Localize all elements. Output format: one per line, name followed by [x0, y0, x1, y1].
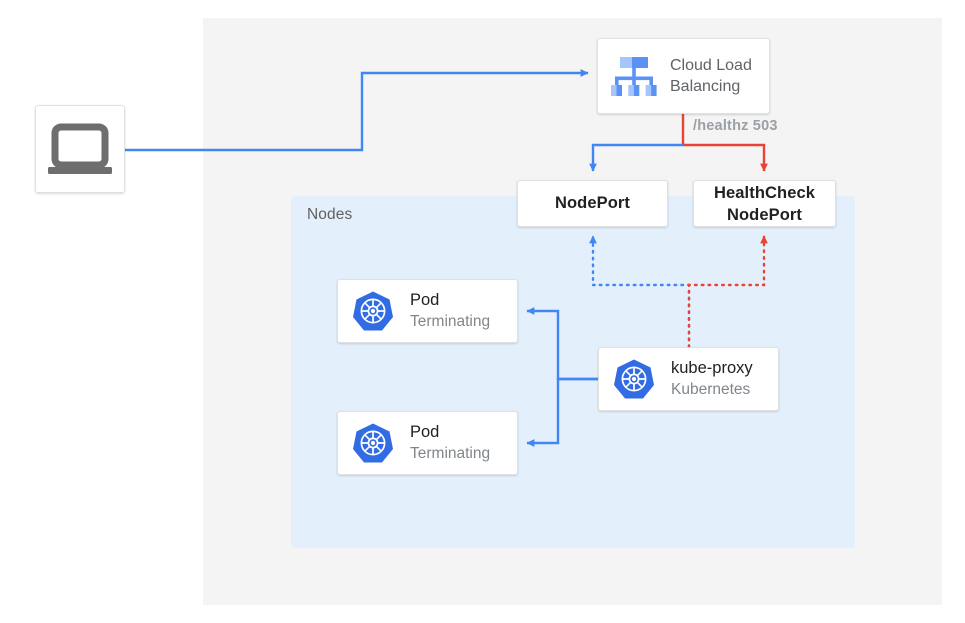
pod-card-1-title: Pod [410, 291, 440, 309]
pod-card-1-subtitle: Terminating [410, 313, 491, 330]
client-card [35, 105, 125, 193]
healthcheck-nodeport-label-line2: NodePort [726, 205, 803, 224]
healthcheck-nodeport-label-line1: HealthCheck [713, 183, 816, 202]
cloud-load-balancing-label: Cloud Load Balancing [670, 55, 752, 97]
kube-proxy-subtitle: Kubernetes [671, 381, 751, 398]
cloud-load-balancing-card: Cloud Load Balancing [597, 38, 770, 114]
nodes-panel-label: Nodes [307, 206, 353, 223]
cloud-load-balancing-label-line2: Balancing [670, 78, 741, 95]
pod-card-2-title: Pod [410, 423, 440, 441]
kubernetes-icon [353, 423, 393, 463]
nodeport-card: NodePort [517, 180, 668, 227]
nodeport-label: NodePort [554, 194, 631, 212]
healthcheck-nodeport-card: HealthCheck NodePort [693, 180, 836, 227]
cloud-load-balancing-label-line1: Cloud Load [670, 57, 752, 74]
kubernetes-icon [614, 359, 654, 399]
healthz-edge-label: /healthz 503 [693, 118, 778, 134]
pod-card-1: Pod Terminating [337, 279, 518, 343]
laptop-icon [48, 123, 112, 174]
pod-card-1-text: Pod Terminating [410, 290, 490, 332]
kube-proxy-title: kube-proxy [671, 359, 753, 377]
pod-card-2-subtitle: Terminating [410, 445, 491, 462]
healthcheck-nodeport-label: HealthCheck NodePort [714, 182, 815, 226]
kube-proxy-text: kube-proxy Kubernetes [671, 358, 753, 400]
pod-card-2-text: Pod Terminating [410, 422, 490, 464]
cloud-load-balancing-icon [611, 57, 657, 96]
kubernetes-icon [353, 291, 393, 331]
pod-card-2: Pod Terminating [337, 411, 518, 475]
kube-proxy-card: kube-proxy Kubernetes [598, 347, 779, 411]
